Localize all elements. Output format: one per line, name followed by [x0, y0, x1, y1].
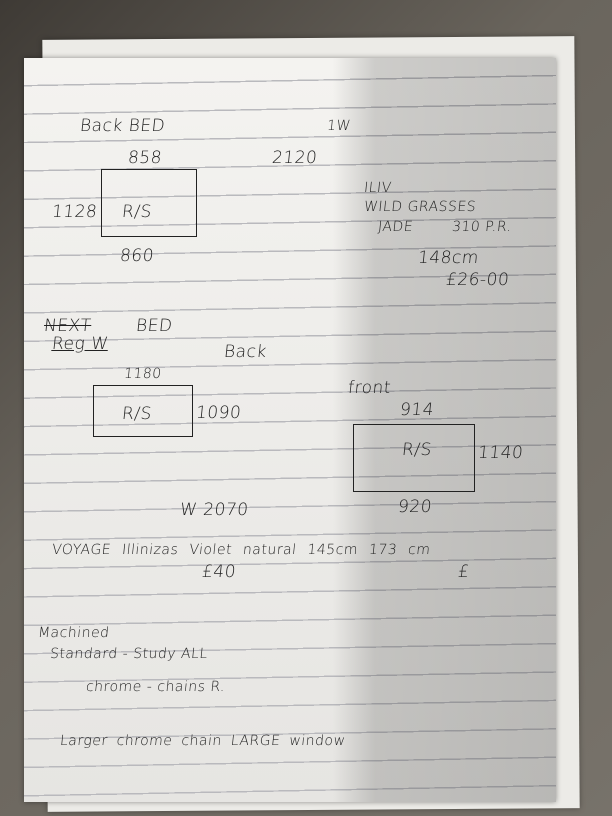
product-color: JADE	[377, 219, 414, 235]
next-bed-struck: NEXT	[42, 316, 93, 336]
product-width: 148cm	[416, 248, 480, 268]
notes-line-3: Larger chrome chain LARGE window	[59, 733, 347, 749]
next-bed-back-top: 1180	[123, 366, 163, 382]
notes-line-1: Standard - Study ALL	[49, 646, 209, 662]
product-code: ILIV	[363, 180, 393, 196]
back-bed-note: 1W	[326, 118, 352, 134]
back-bed-width: 2120	[270, 148, 319, 168]
back-bed-top: 858	[126, 148, 164, 168]
next-bed-back-right: 1090	[194, 403, 243, 423]
paper-sheet	[24, 58, 556, 802]
product-repeat: 310 P.R.	[451, 219, 513, 235]
next-bed-back-box	[93, 385, 193, 437]
next-bed-title: BED	[134, 316, 174, 336]
product-2-price-2: £	[456, 562, 471, 582]
product-name: WILD GRASSES	[363, 199, 477, 215]
back-bed-bottom: 860	[118, 246, 156, 266]
notes-line-2: chrome - chains R.	[85, 679, 226, 695]
next-bed-front-right: 1140	[476, 443, 525, 463]
product-2-price: £40	[200, 562, 238, 582]
notes-heading: Machined	[37, 625, 111, 641]
next-bed-front-top: 914	[398, 400, 436, 420]
product-price: £26-00	[444, 270, 511, 290]
next-bed-subtitle: Reg W	[50, 334, 110, 354]
next-bed-front-box-label: R/S	[400, 440, 433, 460]
next-bed-back-label: Back	[222, 342, 268, 362]
product-2-line: VOYAGE Illinizas Violet natural 145cm 17…	[51, 542, 432, 558]
next-bed-front-box	[353, 424, 475, 492]
next-bed-front-bottom: 920	[396, 497, 434, 517]
back-bed-window-box	[101, 169, 197, 237]
back-bed-left: 1128	[50, 202, 99, 222]
back-bed-label: R/S	[120, 202, 153, 222]
back-bed-title: Back BED	[78, 116, 167, 136]
next-bed-back-box-label: R/S	[120, 404, 153, 424]
next-bed-width: W 2070	[178, 500, 250, 520]
next-bed-front-label: front	[346, 378, 393, 398]
